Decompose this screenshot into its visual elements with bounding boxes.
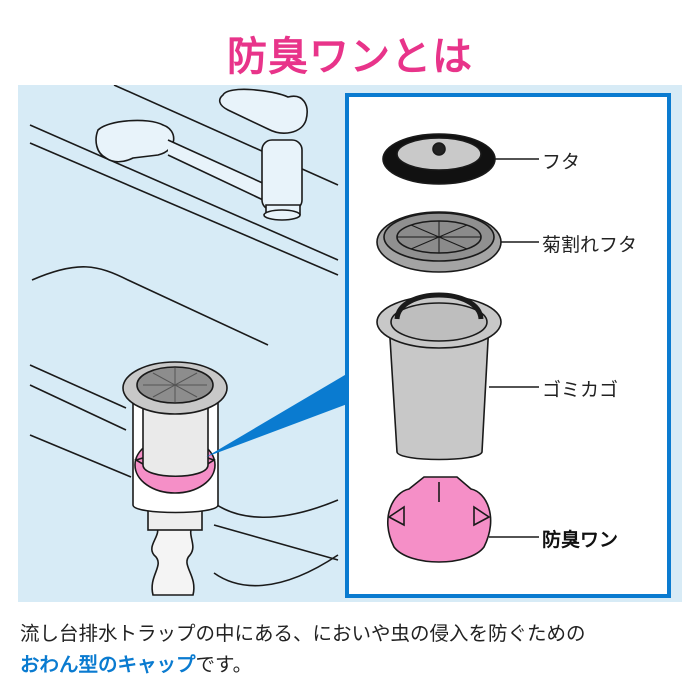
faucet-icon	[95, 88, 308, 221]
trash-basket-icon	[376, 292, 539, 461]
description-line-2: おわん型のキャップです。	[20, 649, 690, 680]
part-label-slit-lid: 菊割れフタ	[542, 234, 638, 256]
description-line-1: 流し台排水トラップの中にある、においや虫の侵入を防ぐための	[20, 622, 586, 645]
description-highlight: おわん型のキャップ	[20, 653, 196, 676]
odor-trap-cap-icon	[387, 476, 539, 563]
page-title: 防臭ワンとは	[227, 34, 473, 80]
part-label-lid: フタ	[542, 151, 581, 173]
slit-lid-icon	[376, 211, 539, 273]
description: 流し台排水トラップの中にある、においや虫の侵入を防ぐための おわん型のキャップで…	[20, 618, 690, 680]
description-suffix: です。	[195, 653, 253, 676]
part-label-basket: ゴミカゴ	[542, 379, 619, 401]
sink-scene	[29, 85, 350, 596]
parts-illustration	[376, 133, 539, 563]
parts-breakdown-box: フタ 菊割れフタ ゴミカゴ 防臭ワン	[345, 93, 671, 598]
part-label-bowl-cap: 防臭ワン	[542, 529, 619, 551]
lid-icon	[382, 133, 539, 185]
drain-trap-icon	[122, 361, 228, 596]
callout-beam	[206, 372, 350, 457]
